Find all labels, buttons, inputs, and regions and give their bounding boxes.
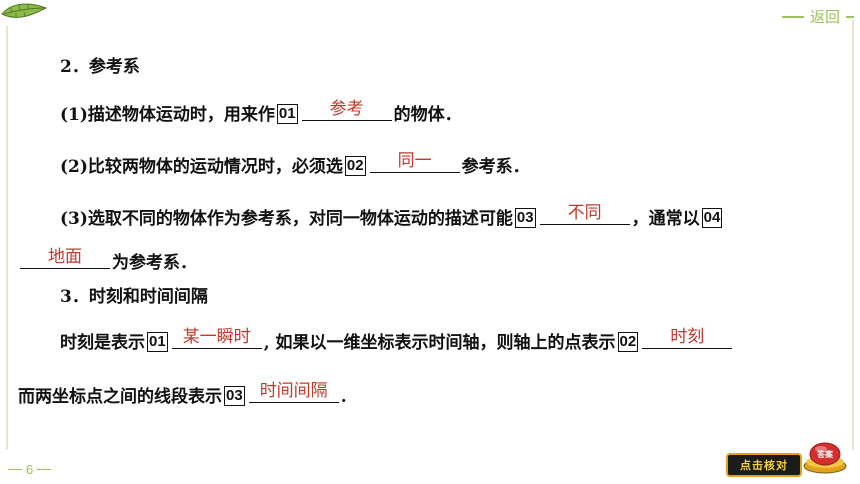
line2-answer-blank: 时间间隔 xyxy=(248,380,339,403)
item2-text-before: (2)比较两物体的运动情况时，必须选 xyxy=(60,157,343,177)
item2-number-box: 02 xyxy=(344,156,366,176)
leaf-decoration-icon xyxy=(0,0,48,26)
item1-answer-blank: 参考 xyxy=(301,98,392,121)
line1-number-box-1: 01 xyxy=(147,332,168,352)
page-number-label: 6 xyxy=(26,462,34,477)
answer-badge-text: 答案 xyxy=(817,449,834,459)
item3-answer-blank-1: 不同 xyxy=(539,202,630,225)
item3-number-box-2: 04 xyxy=(701,208,723,228)
line1-text-middle: , 如果以一维坐标表示时间轴，则轴上的点表示 xyxy=(263,333,616,353)
section3-heading: 3．时刻和时间间隔 xyxy=(60,287,208,307)
check-answer-label: 点击核对 xyxy=(726,453,802,477)
item3-number-box-1: 03 xyxy=(514,208,536,228)
item2-answer-blank: 同一 xyxy=(369,150,460,173)
answer-button-icon[interactable]: 答案 xyxy=(802,440,848,474)
frame-left-border xyxy=(6,20,8,450)
item2-text-after: 参考系． xyxy=(461,157,530,177)
section2-heading: 2．参考系 xyxy=(60,57,140,77)
item3-text-after: 为参考系． xyxy=(112,253,197,273)
line1-answer-blank-2: 时刻 xyxy=(642,326,733,349)
item1-text-before: (1)描述物体运动时，用来作 xyxy=(60,105,275,125)
page-number: 6 xyxy=(8,462,52,477)
item1-text-after: 的物体． xyxy=(393,105,462,125)
item3-text-before: (3)选取不同的物体作为参考系，对同一物体运动的描述可能 xyxy=(60,209,513,229)
back-dash-left xyxy=(781,15,804,18)
item3-answer-blank-2: 地面 xyxy=(20,246,110,269)
check-answer-button[interactable]: 点击核对 答案 xyxy=(726,440,858,480)
back-label: 返回 xyxy=(809,9,840,26)
frame-right-border xyxy=(852,20,854,450)
back-dash-right xyxy=(846,15,854,18)
line2-number-box: 03 xyxy=(224,386,245,406)
line1-text-before: 时刻是表示 xyxy=(60,333,145,353)
item3-text-middle: ，通常以 xyxy=(631,209,700,229)
line1-number-box-2: 02 xyxy=(617,332,639,352)
back-button[interactable]: 返回 xyxy=(781,6,854,27)
page-dash-right xyxy=(37,469,52,470)
line2-text-before: 而两坐标点之间的线段表示 xyxy=(18,387,222,407)
line2-text-after: . xyxy=(340,387,347,407)
item1-number-box: 01 xyxy=(276,104,298,124)
line1-answer-blank-1: 某一瞬时 xyxy=(171,326,262,349)
section2-item3-continued: 地面为参考系． xyxy=(18,246,197,276)
page-dash-left xyxy=(8,469,22,470)
